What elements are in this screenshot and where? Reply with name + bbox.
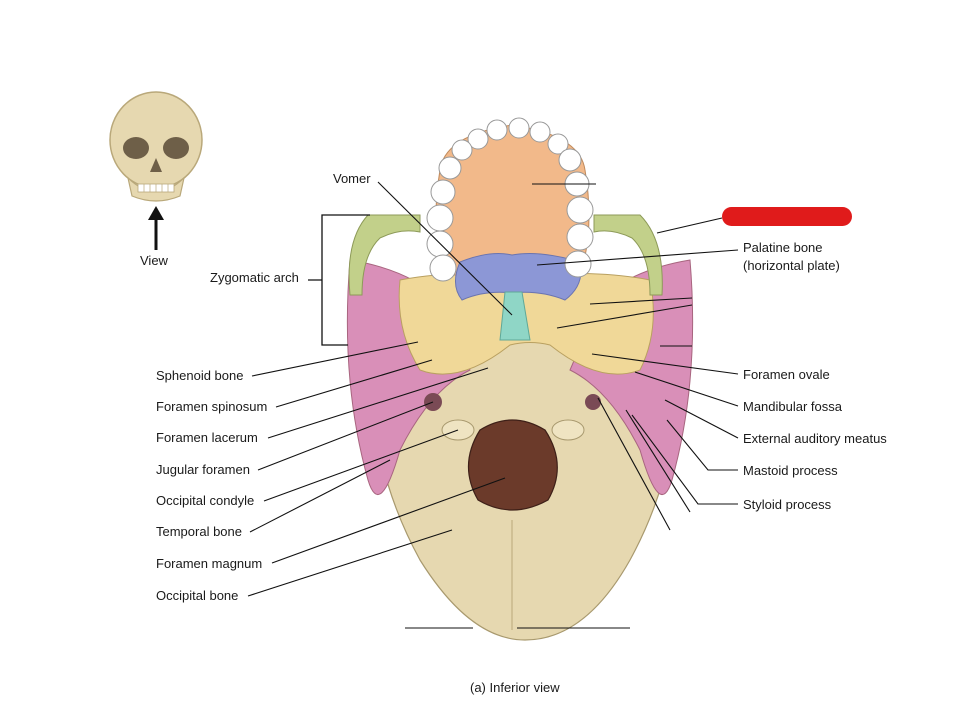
leader-styloid-process <box>631 414 738 505</box>
leader-foramen-ovale <box>591 353 739 375</box>
label-foramen-ovale: Foramen ovale <box>743 367 830 382</box>
zygomatic-arch-bracket <box>308 214 370 346</box>
palatine-bone-horizontal-plate <box>455 253 582 301</box>
foramen-magnum-shape <box>467 419 558 511</box>
label-zygomatic-arch: Zygomatic arch <box>210 270 299 285</box>
label-sphenoid-bone: Sphenoid bone <box>156 368 244 383</box>
label-styloid-process: Styloid process <box>743 497 832 512</box>
label-palatine-bone-horizontal-plate: (horizontal plate) <box>743 258 840 273</box>
leader-upper-right-2 <box>556 304 693 329</box>
leader-zygomatic-bone <box>656 217 723 234</box>
leader-foramen-lacerum <box>267 367 489 439</box>
label-mandibular-fossa: Mandibular fossa <box>743 399 842 414</box>
leader-jugular-foramen <box>257 401 434 471</box>
leader-palatine-bone <box>536 249 739 266</box>
leader-foramen-spinosum <box>275 359 433 408</box>
leader-styloid-extra-1 <box>597 397 671 531</box>
label-external-auditory-meatus: External auditory meatus <box>743 431 887 446</box>
teeth <box>426 117 594 282</box>
vomer-region <box>499 291 531 341</box>
label-palatine-bone: Palatine bone <box>743 240 823 255</box>
leader-occipital-bone <box>247 529 453 597</box>
red-highlight-mark <box>722 207 852 226</box>
leader-foramen-magnum <box>271 477 506 564</box>
label-mastoid-process: Mastoid process <box>743 463 838 478</box>
leader-temporal-bone <box>249 459 391 533</box>
leader-sphenoid-bone <box>251 341 419 377</box>
label-temporal-bone: Temporal bone <box>156 524 242 539</box>
label-vomer: Vomer <box>333 171 371 186</box>
label-foramen-magnum: Foramen magnum <box>156 556 263 571</box>
leader-mandibular-fossa <box>634 371 739 407</box>
label-foramen-spinosum: Foramen spinosum <box>156 399 268 414</box>
leader-external-auditory-meatus <box>664 399 739 439</box>
zygomatic-arch-right <box>593 214 663 296</box>
leader-occipital-condyle <box>263 429 459 502</box>
view-arrow-icon <box>148 206 164 250</box>
view-label: View <box>140 253 168 268</box>
leader-vomer <box>377 181 513 316</box>
leader-lines <box>247 181 739 629</box>
label-occipital-condyle: Occipital condyle <box>156 493 255 508</box>
leader-upper-right-1 <box>589 297 693 305</box>
label-occipital-bone: Occipital bone <box>156 588 239 603</box>
label-foramen-lacerum: Foramen lacerum <box>156 430 258 445</box>
leader-mastoid-process <box>666 419 738 471</box>
zygomatic-arch-left <box>348 214 421 296</box>
figure-caption: (a) Inferior view <box>470 680 560 695</box>
small-skull-icon <box>109 91 203 202</box>
leader-styloid-extra-2 <box>625 409 691 513</box>
label-jugular-foramen: Jugular foramen <box>156 462 250 477</box>
